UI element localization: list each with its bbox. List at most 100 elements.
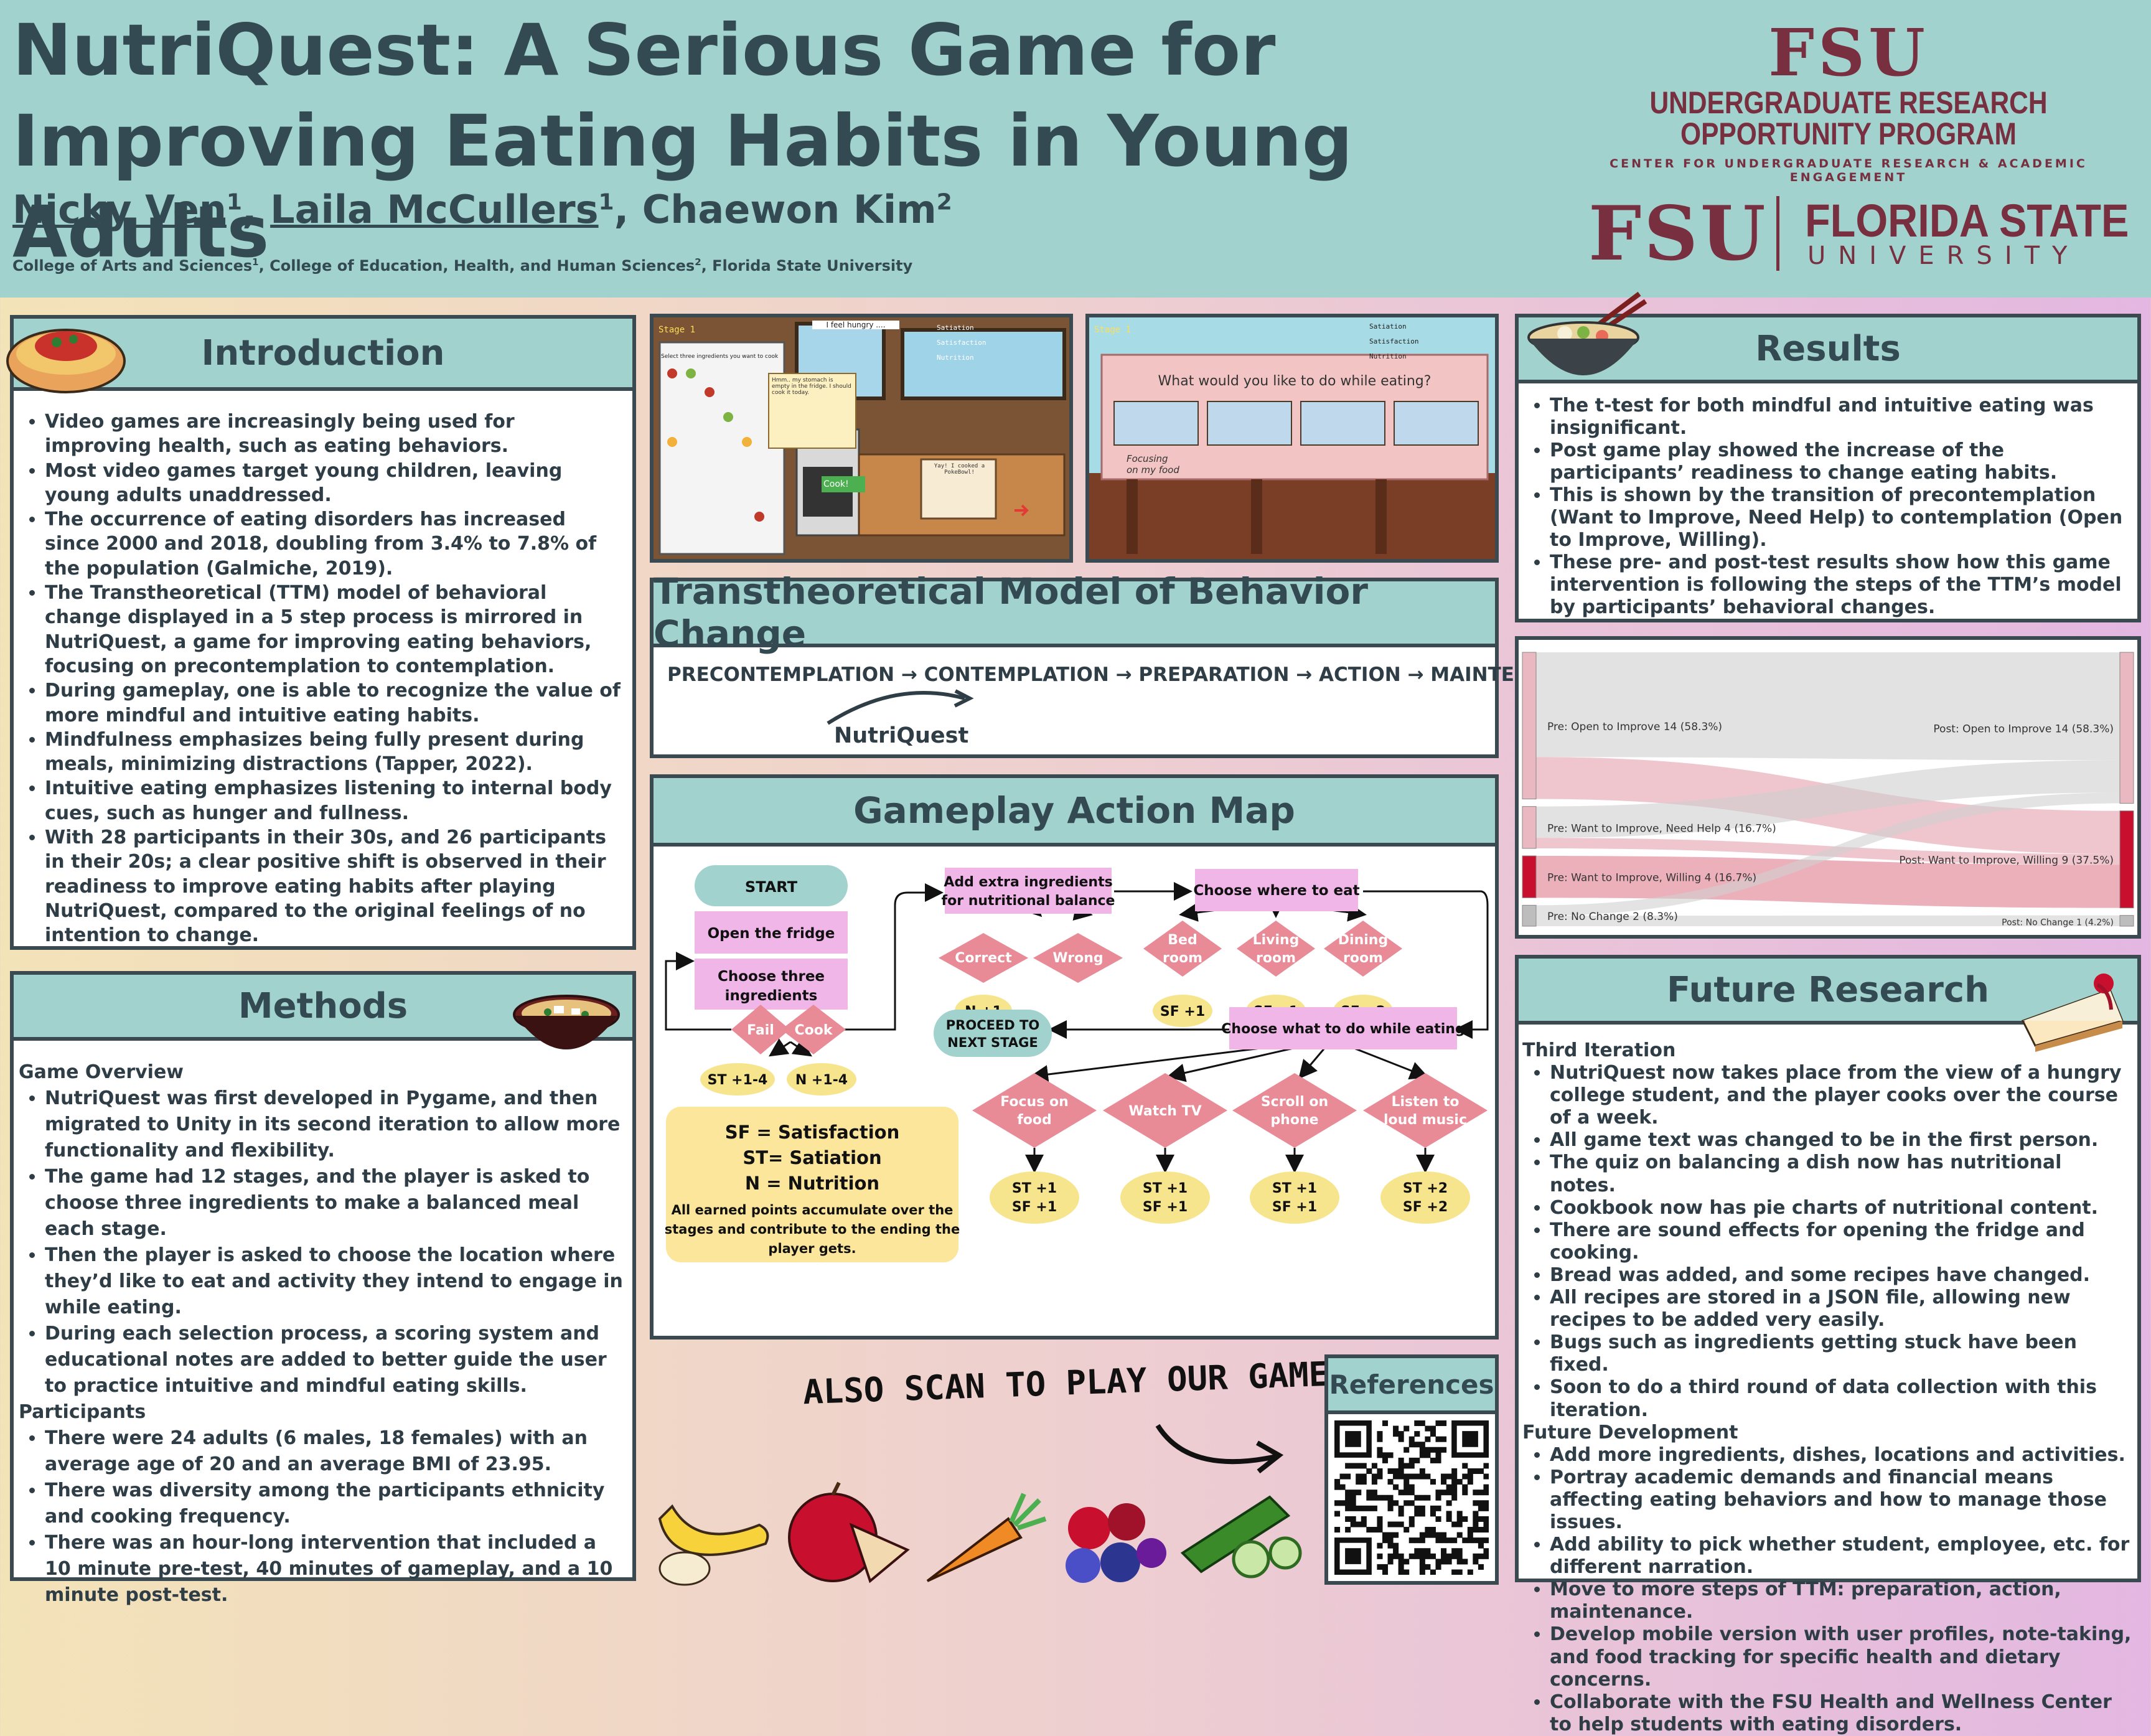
urop-logo: FSU UNDERGRADUATE RESEARCH OPPORTUNITY P… [1610,14,2088,185]
dining-room-label: Dining [1338,932,1388,948]
open-fridge-node [695,911,848,954]
loud-music-label: Listen to [1391,1094,1459,1110]
list-item: NutriQuest now takes place from the view… [1550,1062,2134,1129]
list-item: The t-test for both mindful and intuitiv… [1550,395,2131,439]
outcome-label: SF +1 [1143,1199,1188,1215]
choose-ingredients-node [695,959,848,1010]
author-name: Chaewon Kim [642,187,937,232]
choose-what-node [1229,1007,1457,1049]
sankey-label-post: Post: Want to Improve, Willing 9 (37.5%) [1899,855,2114,867]
list-item: Add more ingredients, dishes, locations … [1550,1444,2134,1466]
future-development-subheading: Future Development [1522,1421,1738,1443]
gameplay-panel: Gameplay Action Map [650,774,1499,1340]
list-item: All recipes are stored in a JSON file, a… [1550,1287,2134,1331]
author-line: Nicky Ven1, Laila McCullers1, Chaewon Ki… [12,187,952,232]
list-item: There are sound effects for opening the … [1550,1219,2134,1264]
ttm-stages: PRECONTEMPLATION → CONTEMPLATION → PREPA… [667,664,1589,686]
dining-scene [1089,317,1495,559]
fail-diamond [731,1005,790,1054]
list-item: The quiz on balancing a dish now has nut… [1550,1152,2134,1196]
watch-tv-diamond [1103,1073,1227,1148]
cook-diamond [781,1005,846,1054]
wrong-label: Wrong [1052,950,1103,966]
fsu-logo-mark: FSU [1588,190,1768,278]
qr-code[interactable] [1334,1420,1489,1575]
game-overview-subheading: Game Overview [19,1061,184,1083]
start-label: START [745,878,798,896]
choose-where-node [1195,869,1358,911]
florida-state-wordmark: FLORIDA STATE [1805,195,2129,246]
sankey-label-post: Post: No Change 1 (4.2%) [2002,917,2114,927]
watch-tv-label: Watch TV [1128,1104,1201,1119]
outcome-label: SF +1 [1272,1199,1317,1215]
sankey-chart-panel: Pre: Open to Improve 14 (58.3%)Pre: Want… [1515,636,2141,939]
list-item: These pre- and post-test results show ho… [1550,551,2131,619]
satisfaction-label: Satisfaction [937,339,986,347]
dining-room-diamond [1324,921,1402,977]
proceed-label: NEXT STAGE [947,1035,1038,1050]
sankey-node-post [2119,810,2134,909]
list-item: During gameplay, one is able to recogniz… [45,678,626,728]
ttm-heading: Transtheoretical Model of Behavior Chang… [654,570,1495,655]
participants-subheading: Participants [19,1401,146,1423]
game-note: Hmm.. my stomach is empty in the fridge.… [772,377,851,396]
ttm-curved-arrow-icon [827,689,974,725]
header-banner [0,0,2151,298]
scroll-phone-label: Scroll on [1261,1094,1328,1110]
introduction-panel: Introduction Video games are increasingl… [10,315,636,950]
list-item: Bugs such as ingredients getting stuck h… [1550,1331,2134,1376]
list-item: The game had 12 stages, and the player i… [45,1164,626,1242]
scan-callout: ALSO SCAN TO PLAY OUR GAME! [802,1353,1350,1412]
legend-note: All earned points accumulate over the [672,1203,954,1218]
list-item: Soon to do a third round of data collect… [1550,1376,2134,1421]
gameplay-heading: Gameplay Action Map [654,778,1495,847]
list-item: There was diversity among the participan… [45,1478,626,1530]
ramen-bowl-icon [1527,291,1647,375]
outcome-label: ST +1 [1012,1181,1057,1196]
cucumber-icon [1180,1495,1302,1579]
correct-diamond [939,933,1028,983]
nutrition-label: Nutrition [937,354,974,362]
speech-bubble: I feel hungry .... [812,321,899,329]
st-minus-label: ST +1-4 [708,1072,768,1088]
outcome-label: ST +2 [1403,1181,1448,1196]
apple-icon [788,1481,910,1584]
loud-music-label: loud music [1384,1112,1467,1128]
sankey-label-pre: Pre: No Change 2 (8.3%) [1547,911,1678,923]
results-panel: Results The t-test for both mindful and … [1515,314,2141,622]
list-item: Collaborate with the FSU Health and Well… [1550,1691,2134,1736]
list-item: Develop mobile version with user profile… [1550,1623,2134,1691]
sankey-node-pre [1522,855,1537,898]
outcome-oval [990,1171,1079,1224]
dining-room-label: room [1343,950,1383,966]
ttm-panel: Transtheoretical Model of Behavior Chang… [650,570,1589,758]
list-item: The Transtheoretical (TTM) model of beha… [45,581,626,678]
outcome-oval [1250,1171,1339,1224]
outcome-oval [1380,1171,1470,1224]
introduction-list: Video games are increasingly being used … [14,391,632,948]
fridge-prompt: Select three ingredients you want to coo… [661,354,779,360]
list-item: Post game play showed the increase of th… [1550,439,2131,484]
list-item: Portray academic demands and financial m… [1550,1466,2134,1534]
legend-n: N = Nutrition [745,1173,879,1194]
add-extra-label: for nutritional balance [942,893,1115,909]
sankey-label-pre: Pre: Want to Improve, Willing 4 (16.7%) [1547,872,1756,884]
legend-st: ST= Satiation [743,1147,881,1168]
result-text: Yay! I cooked a PokeBowl! [934,463,985,476]
poster-title: NutriQuest: A Serious Game for Improving… [12,9,1353,273]
list-item: All game text was changed to be in the f… [1550,1129,2134,1152]
scroll-phone-diamond [1232,1073,1357,1148]
sankey-flow [1536,792,2120,916]
sankey-label-post: Post: Open to Improve 14 (58.3%) [1933,723,2114,735]
list-item: The occurrence of eating disorders has i… [45,507,626,581]
n-minus-oval [787,1063,856,1096]
loud-music-diamond [1363,1073,1488,1148]
curved-arrow-icon [1155,1424,1284,1474]
logo-divider [1776,196,1779,271]
start-node [695,865,848,906]
satiation-label: Satiation [937,324,974,332]
focus-food-diamond [972,1073,1097,1148]
list-item: Then the player is asked to choose the l… [45,1242,626,1321]
sankey-node-post [2119,915,2134,927]
third-iteration-subheading: Third Iteration [1522,1039,1676,1061]
